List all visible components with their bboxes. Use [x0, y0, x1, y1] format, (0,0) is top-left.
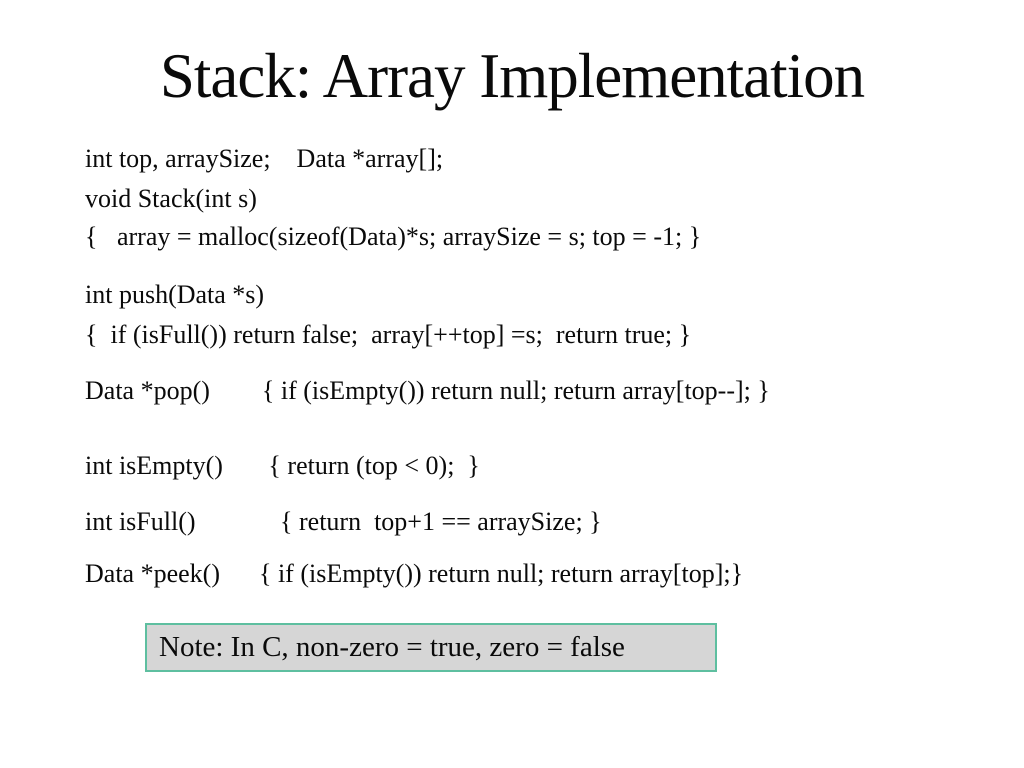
- code-line-stack-signature: void Stack(int s): [85, 184, 257, 213]
- note-box: Note: In C, non-zero = true, zero = fals…: [145, 623, 717, 672]
- slide-title: Stack: Array Implementation: [159, 41, 865, 111]
- code-line-stack-body: { array = malloc(sizeof(Data)*s; arraySi…: [85, 222, 702, 251]
- code-line-peek: Data *peek() { if (isEmpty()) return nul…: [85, 559, 744, 588]
- code-line-isempty: int isEmpty() { return (top < 0); }: [85, 451, 480, 480]
- note-text: Note: In C, non-zero = true, zero = fals…: [159, 631, 625, 663]
- code-line-push-signature: int push(Data *s): [85, 280, 265, 309]
- code-line-push-body: { if (isFull()) return false; array[++to…: [85, 320, 692, 349]
- code-line-pop: Data *pop() { if (isEmpty()) return null…: [85, 376, 770, 405]
- code-line-declarations: int top, arraySize; Data *array[];: [85, 144, 444, 173]
- code-line-isfull: int isFull() { return top+1 == arraySize…: [85, 507, 602, 536]
